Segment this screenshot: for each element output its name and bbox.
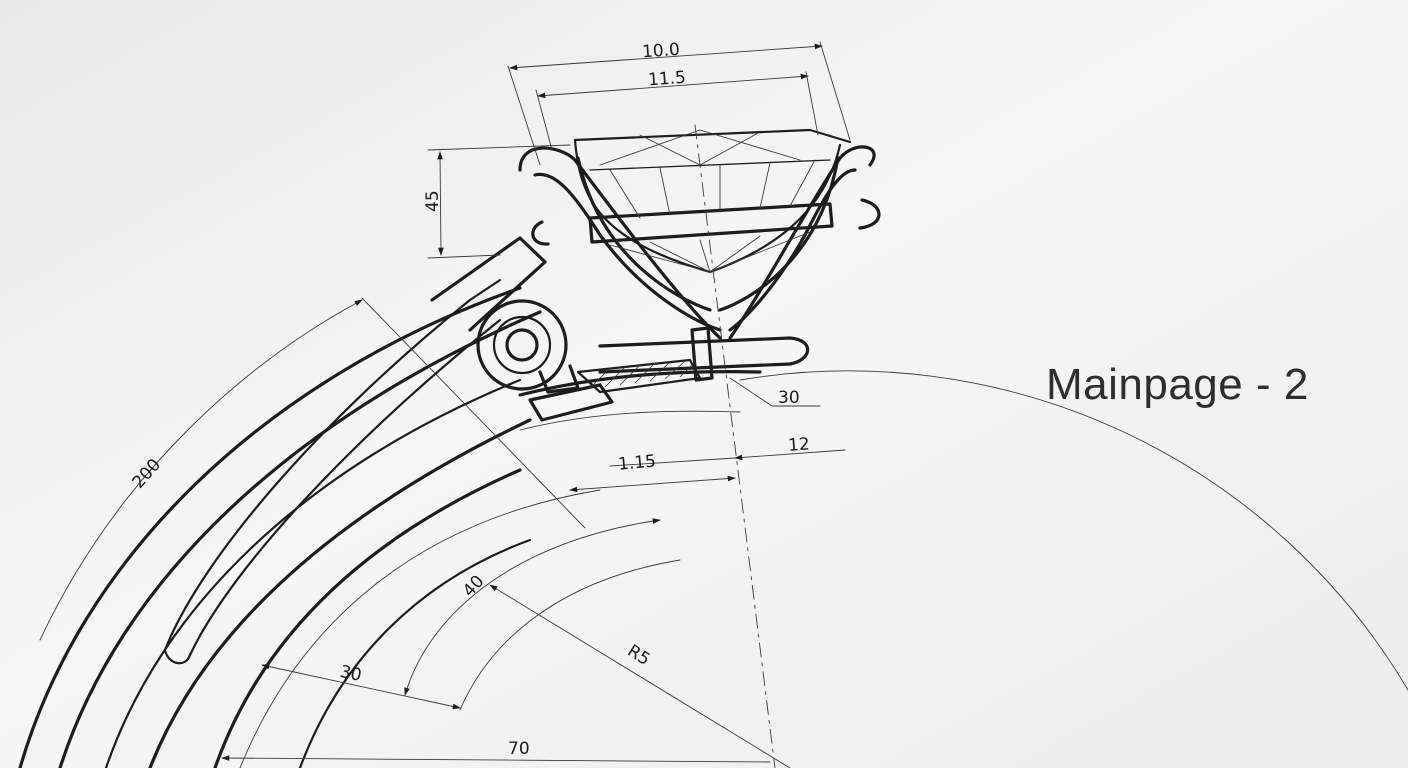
gem-facets	[599, 129, 816, 273]
dim-stone-height: 45	[423, 190, 443, 212]
seat-hatching	[589, 360, 696, 389]
ring-band	[18, 236, 762, 768]
ring-head	[518, 145, 881, 394]
dim-gap: 12	[787, 434, 810, 455]
dim-band-width: 30	[338, 662, 363, 686]
outer-construction-arc	[739, 370, 1408, 691]
dim-top-width: 10.0	[641, 40, 680, 63]
page-title: Mainpage - 2	[1046, 360, 1309, 409]
dim-shoulder: 30	[778, 388, 800, 408]
dim-diameter: 70	[508, 739, 530, 759]
dim-inner-width: 11.5	[647, 68, 686, 91]
dimension-lines	[39, 41, 851, 768]
side-stone-detail	[476, 299, 614, 422]
gemstone	[573, 128, 852, 274]
center-line	[694, 124, 776, 768]
dim-offset: 1.15	[617, 451, 656, 474]
